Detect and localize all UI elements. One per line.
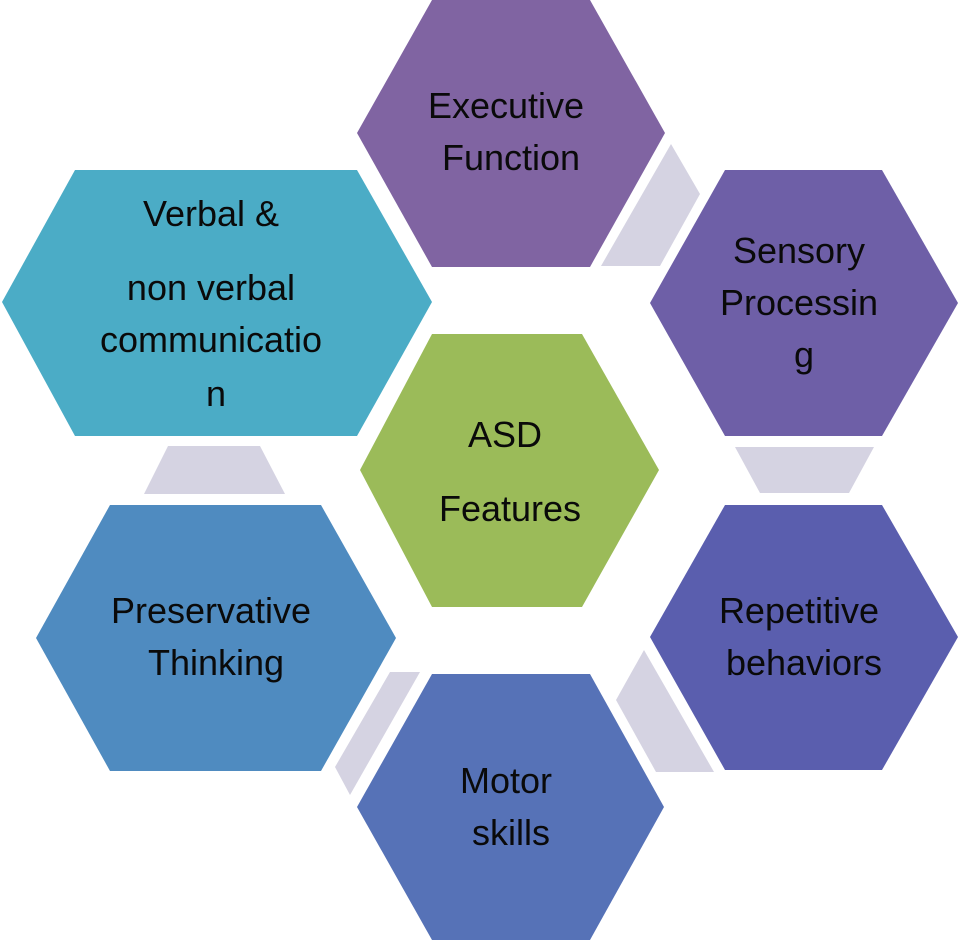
hex-preservative-thinking: Preservative Thinking (36, 505, 396, 771)
label-line: skills (472, 812, 550, 853)
hex-shape (360, 334, 659, 607)
hex-verbal-communication: Verbal & non verbal communicatio n (2, 170, 432, 436)
connector-sensory-repetitive (735, 447, 874, 493)
hex-shape (357, 674, 664, 940)
hex-label: Repetitive behaviors (719, 590, 889, 683)
hex-label: Executive Function (428, 85, 594, 178)
hex-label: ASD Features (439, 414, 581, 529)
label-line: Thinking (148, 642, 284, 683)
label-line: non verbal (127, 267, 295, 308)
connector-preservative-verbal (144, 446, 285, 494)
label-line: g (794, 334, 814, 375)
label-line: behaviors (726, 642, 882, 683)
label-line: ASD (468, 414, 542, 455)
hex-repetitive-behaviors: Repetitive behaviors (650, 505, 958, 770)
label-line: Motor (460, 760, 552, 801)
label-line: Features (439, 488, 581, 529)
label-line: Sensory (733, 230, 865, 271)
hex-shape (650, 170, 958, 436)
hex-label: Preservative Thinking (111, 590, 321, 683)
hex-shape (357, 0, 665, 267)
label-line: Function (442, 137, 580, 178)
label-line: Processin (720, 282, 878, 323)
hex-shape (650, 505, 958, 770)
hex-center-asd-features: ASD Features (360, 334, 659, 607)
label-line: n (206, 373, 226, 414)
hex-executive-function: Executive Function (357, 0, 665, 267)
hex-label: Verbal & non verbal communicatio n (100, 193, 332, 414)
hex-motor-skills: Motor skills (357, 674, 664, 940)
hex-label: Sensory Processin g (720, 230, 888, 375)
connector-repetitive-motor (616, 650, 714, 772)
connector-motor-preservative (335, 672, 420, 795)
label-line: Executive (428, 85, 584, 126)
label-line: Repetitive (719, 590, 879, 631)
hex-shape (36, 505, 396, 771)
label-line: Preservative (111, 590, 311, 631)
label-line: communicatio (100, 319, 322, 360)
hex-shape (2, 170, 432, 436)
hex-sensory-processing: Sensory Processin g (650, 170, 958, 436)
connector-executive-sensory (601, 144, 700, 266)
connectors (144, 144, 874, 795)
label-line: Verbal & (143, 193, 279, 234)
hex-label: Motor skills (460, 760, 562, 853)
